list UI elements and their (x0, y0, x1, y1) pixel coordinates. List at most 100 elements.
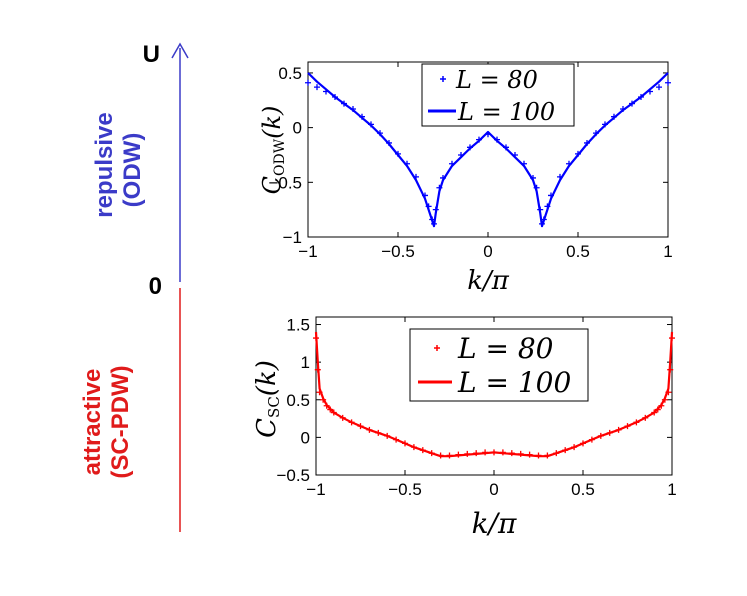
sc-ytick-label: −0.5 (276, 466, 310, 485)
sc-series-l80-point (323, 402, 330, 409)
sc-series-l80-point (464, 450, 471, 457)
odw-series-l80-point (431, 220, 437, 227)
sc-series-l80-point (651, 409, 658, 416)
odw-series-l80-point (422, 192, 428, 199)
odw-legend-l80: L = 80 (455, 66, 538, 94)
sc-series-l80-point (339, 414, 346, 421)
sc-series-l80-point (658, 402, 665, 409)
odw-series-l80-point (449, 160, 455, 167)
side-axis: U 0 repulsive (ODW) attractive (SC-PDW) (79, 41, 189, 532)
odw-series-l80-point (638, 94, 644, 100)
odw-series-l80-point (620, 106, 626, 113)
sc-series-l80-point (384, 432, 391, 439)
zero-marker: 0 (149, 273, 162, 300)
odw-series-l80-point (494, 136, 500, 143)
sc-series-l80-point (624, 423, 631, 430)
odw-series-l80-point (540, 216, 547, 223)
sc-series-l80-point (491, 449, 497, 456)
odw-series-l80-point (458, 151, 464, 158)
odw-series-l80-point (575, 150, 581, 157)
sc-series-l80-point (642, 414, 649, 421)
odw-legend-l100: L = 100 (457, 98, 555, 126)
sc-series-l80-point (316, 389, 323, 396)
sc-series-l80-point (357, 423, 364, 430)
sc-legend: L = 80 L = 100 (409, 328, 589, 402)
odw-series-l80-point (656, 84, 662, 91)
sc-series-l80-point (669, 335, 675, 342)
sc-series-l80-point (327, 406, 334, 413)
sc-series (313, 331, 675, 459)
sc-series-l80-point (437, 452, 444, 459)
odw-series-l80-point (467, 144, 473, 151)
odw-series-l80-point (395, 150, 401, 157)
sc-series-l80-point (499, 449, 506, 456)
sc-series-l80-point (366, 426, 373, 433)
odw-series-l80-point (611, 113, 617, 120)
sc-series-l80-point (553, 450, 560, 457)
odw-xtick-label: 0.5 (566, 242, 590, 261)
odw-ylabel-arg: (k) (258, 106, 286, 139)
legend-plus-marker-bottom (434, 345, 440, 351)
odw-series-l80-point (503, 144, 509, 151)
odw-series-l80-point (512, 151, 518, 158)
sc-legend-l100: L = 100 (457, 366, 571, 399)
svg-text:CODW(k): CODW(k) (258, 106, 288, 195)
odw-series-l80-point (521, 160, 527, 167)
sc-series-l80-point (473, 450, 480, 457)
odw-series-l80-point (533, 184, 540, 191)
sc-ytick-label: 1 (301, 353, 310, 372)
repulsive-odw-label: (ODW) (119, 133, 146, 208)
sc-series-l80-point (615, 426, 622, 433)
sc-series-l80-point (580, 440, 586, 447)
odw-xtick-label: 1 (663, 242, 672, 261)
sc-series-l80-point (654, 406, 661, 413)
sc-xtick-label: 0 (489, 480, 498, 499)
sc-series-l80-point (446, 452, 453, 459)
odw-series-l80-point (665, 79, 671, 86)
sc-series-l80-point (667, 366, 674, 373)
odw-series-l80-point (440, 174, 446, 181)
sc-series-l80-point (313, 335, 319, 342)
sc-series-l80-point (544, 452, 551, 459)
odw-series (305, 72, 671, 228)
sc-series-l80-point (588, 436, 595, 443)
sc-ytick-label: 0.5 (286, 391, 310, 410)
odw-series-l80-point (647, 88, 653, 95)
odw-ytick-label: 0 (293, 119, 302, 138)
sc-series-l80-point (320, 396, 327, 403)
odw-series-l80-point (350, 106, 356, 113)
sc-series-l80-point (526, 451, 533, 458)
sc-ylabel-sub: SC (265, 396, 283, 418)
sc-series-l80-point (330, 409, 337, 416)
sc-series-l80-point (661, 396, 668, 403)
odw-series-l80-point (544, 203, 551, 210)
svg-text:CSC(k): CSC(k) (252, 360, 283, 438)
sc-series-l80-point (535, 452, 542, 459)
sc-series-l80-point (562, 447, 569, 454)
odw-ylabel: CODW(k) (258, 106, 288, 195)
sc-series-l80-point (606, 429, 613, 436)
odw-ylabel-main: C (258, 176, 286, 194)
odw-series-l80-point (305, 79, 311, 86)
sc-series-l80-point (410, 444, 417, 451)
sc-ytick-label: 0 (301, 428, 310, 447)
odw-series-l80-point (566, 160, 572, 167)
odw-series-l80-point (602, 121, 608, 128)
u-marker: U (143, 41, 160, 68)
odw-series-l80-point (476, 136, 482, 143)
sc-legend-l80: L = 80 (457, 332, 553, 365)
odw-series-l80-point (436, 184, 443, 191)
sc-xtick-label: 1 (667, 480, 676, 499)
sc-series-l80-point (633, 419, 640, 426)
legend-plus-marker-top (440, 76, 446, 82)
sc-series-l80-point (665, 389, 672, 396)
odw-series-l80-point (425, 203, 432, 210)
sc-series-l80-point (375, 429, 382, 436)
odw-series-l80-point (629, 100, 635, 107)
sc-xlabel: k/π (472, 507, 517, 540)
sc-series-l80-point (393, 436, 400, 443)
